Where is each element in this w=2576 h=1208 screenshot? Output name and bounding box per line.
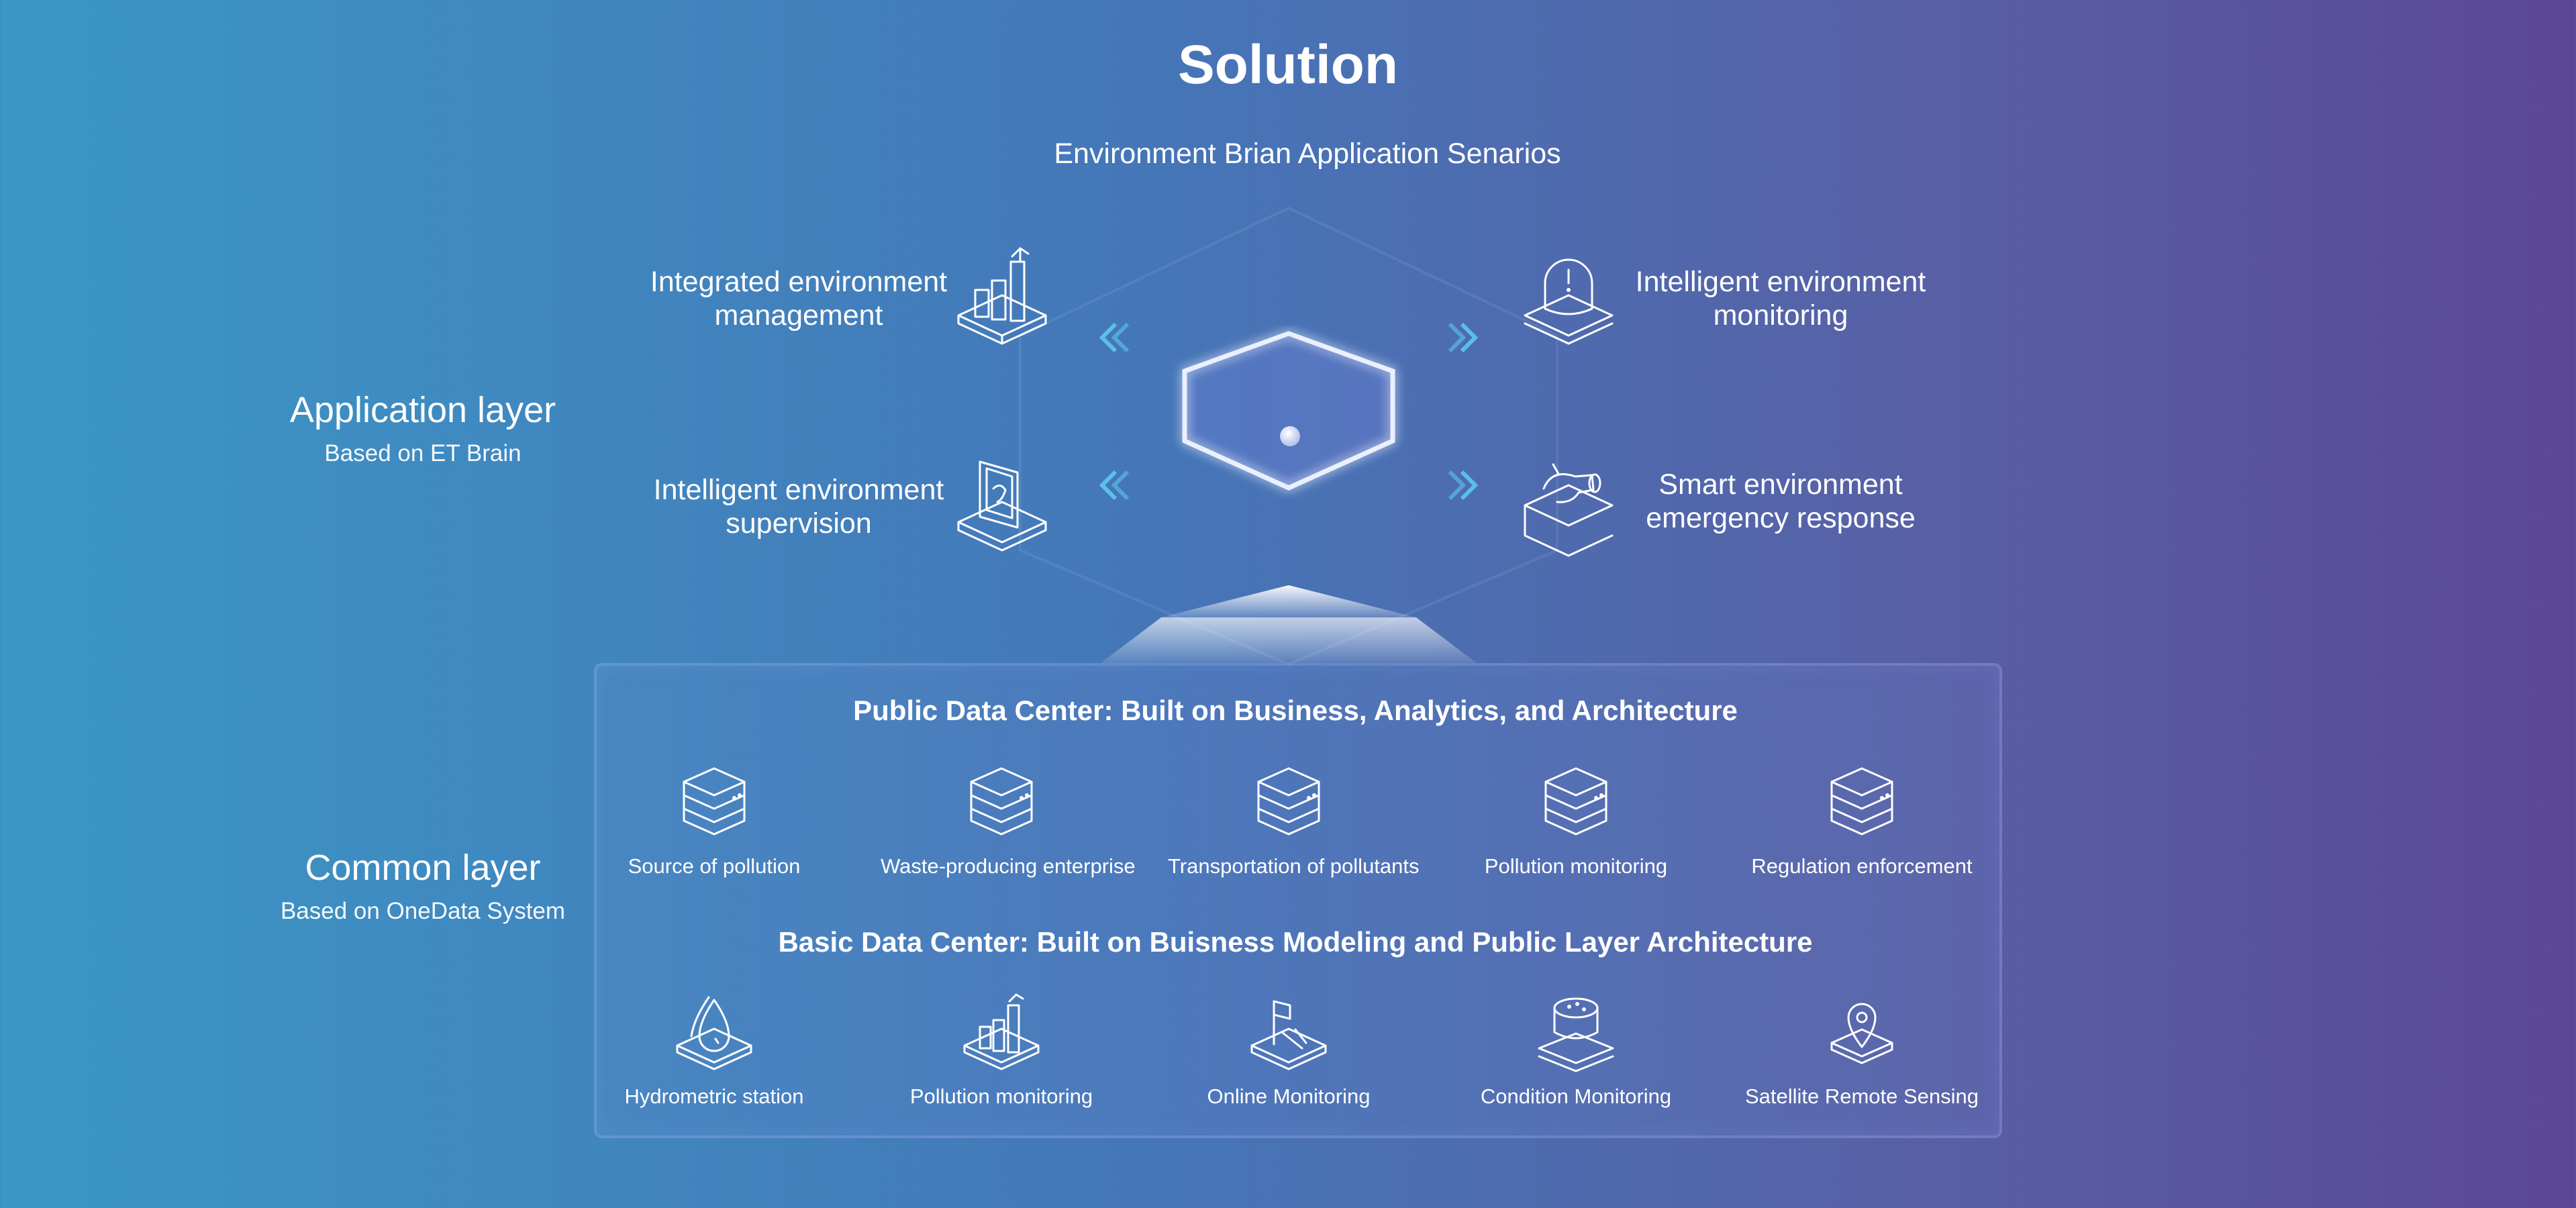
- sensor-device-icon: [1538, 997, 1614, 1072]
- application-layer-label: Application layer Based on ET Brain: [248, 389, 597, 467]
- application-layer-title: Application layer: [289, 390, 556, 430]
- scenario-emergency-response: Smart environment emergency response: [1606, 468, 1955, 535]
- item-label: Regulation enforcement: [1751, 854, 1973, 878]
- water-drop-icon: [676, 996, 752, 1070]
- public-data-center-title: Public Data Center: Built on Business, A…: [853, 695, 1738, 726]
- basic-data-center-title: Basic Data Center: Built on Buisness Mod…: [778, 926, 1813, 958]
- item-label: Pollution monitoring: [1484, 854, 1668, 878]
- scenario-label-line2: emergency response: [1646, 502, 1916, 534]
- bdc-item-hydrometric-station: Hydrometric station: [593, 992, 835, 1109]
- common-layer-label: Common layer Based on OneData System: [248, 847, 597, 925]
- scenario-label-line1: Integrated environment: [650, 266, 948, 298]
- pdc-item-pollution-monitoring: Pollution monitoring: [1455, 762, 1697, 878]
- bdc-item-online-monitoring: Online Monitoring: [1168, 992, 1409, 1109]
- item-label: Source of pollution: [628, 854, 801, 878]
- bar-chart-icon: [963, 993, 1040, 1070]
- chevron-left-bottom-icon: [1099, 470, 1130, 501]
- page-subtitle: Environment Brian Application Senarios: [1054, 138, 1561, 170]
- location-pin-icon: [1830, 1003, 1893, 1064]
- document-panel-icon: [957, 460, 1047, 552]
- common-layer-subtitle: Based on OneData System: [280, 898, 566, 924]
- chevron-right-bottom-icon: [1448, 470, 1479, 501]
- bdc-item-condition-monitoring: Condition Monitoring: [1455, 992, 1697, 1109]
- chevron-left-top-icon: [1099, 322, 1130, 353]
- bdc-item-pollution-monitoring: Pollution monitoring: [881, 992, 1122, 1109]
- database-stack-icon: [970, 767, 1033, 836]
- database-stack-icon: [1544, 767, 1607, 836]
- scenario-integrated-management: Integrated environment management: [624, 265, 973, 332]
- scenario-intelligent-supervision: Intelligent environment supervision: [624, 473, 973, 540]
- pdc-item-regulation-enforcement: Regulation enforcement: [1741, 762, 1983, 878]
- bdc-item-satellite-remote-sensing: Satellite Remote Sensing: [1741, 992, 1983, 1109]
- database-stack-icon: [1830, 767, 1893, 836]
- alarm-light-icon: [1524, 258, 1614, 345]
- scenario-label-line1: Intelligent environment: [653, 474, 944, 506]
- scenario-label-line2: monitoring: [1713, 299, 1848, 332]
- scenario-label-line2: supervision: [726, 507, 872, 540]
- bar-chart-icon: [957, 247, 1047, 345]
- application-layer-subtitle: Based on ET Brain: [324, 440, 522, 466]
- item-label: Satellite Remote Sensing: [1744, 1085, 1979, 1108]
- scenario-label-line2: management: [714, 299, 883, 332]
- pdc-item-source-of-pollution: Source of pollution: [593, 762, 835, 878]
- scenario-label-line1: Smart environment: [1658, 468, 1903, 501]
- item-label: Transportation of pollutants: [1168, 854, 1420, 878]
- item-label: Hydrometric station: [624, 1085, 804, 1108]
- chevron-right-top-icon: [1448, 322, 1479, 353]
- pdc-item-transportation-of-pollutants: Transportation of pollutants: [1168, 762, 1420, 878]
- database-stack-icon: [1257, 767, 1320, 836]
- database-stack-icon: [683, 767, 746, 836]
- upward-arrow-graphic: [1101, 585, 1477, 663]
- pdc-item-waste-producing-enterprise: Waste-producing enterprise: [881, 762, 1136, 878]
- common-layer-title: Common layer: [305, 848, 541, 888]
- center-hexagon-graphic: [1182, 331, 1395, 491]
- scenario-label-line1: Intelligent environment: [1635, 266, 1926, 298]
- page-title: Solution: [1178, 34, 1398, 95]
- item-label: Pollution monitoring: [909, 1085, 1093, 1108]
- item-label: Waste-producing enterprise: [881, 854, 1136, 878]
- item-label: Online Monitoring: [1207, 1085, 1371, 1108]
- item-label: Condition Monitoring: [1480, 1085, 1672, 1108]
- scenario-intelligent-monitoring: Intelligent environment monitoring: [1606, 265, 1955, 332]
- pipe-valve-icon: [1524, 463, 1614, 557]
- flag-platform-icon: [1250, 1000, 1327, 1070]
